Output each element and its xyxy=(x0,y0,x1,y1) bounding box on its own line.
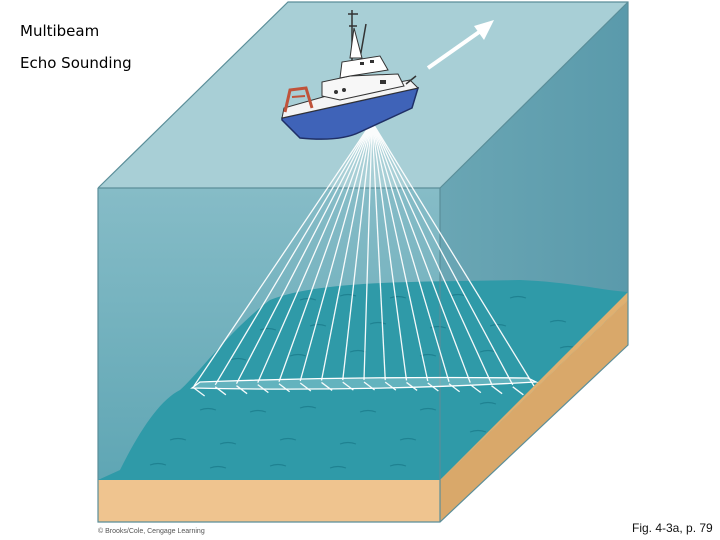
sonar-beam xyxy=(320,121,373,381)
survey-ship xyxy=(281,10,420,140)
sediment-side xyxy=(440,300,628,522)
ship-a-frame xyxy=(283,86,314,113)
sonar-beam xyxy=(235,121,373,385)
sonar-beam xyxy=(342,121,373,381)
sonar-beam xyxy=(371,121,408,381)
sonar-beam xyxy=(371,121,535,387)
sonar-beam xyxy=(363,121,373,381)
beam-footprint-segment xyxy=(278,383,291,393)
sonar-beam xyxy=(193,121,373,387)
ship-mast xyxy=(348,10,367,60)
sonar-beam xyxy=(299,121,373,382)
sonar-beam xyxy=(371,121,471,383)
sonar-beam xyxy=(371,121,493,384)
seafloor-surface xyxy=(98,280,628,480)
sonar-beam xyxy=(257,121,373,383)
sonar-beam xyxy=(371,121,450,382)
copyright-credit: © Brooks/Cole, Cengage Learning xyxy=(98,528,205,535)
ship-hull xyxy=(281,86,420,140)
swath-footprint xyxy=(190,376,539,390)
ship-direction-arrow-icon xyxy=(426,20,494,70)
beam-footprint-segment xyxy=(193,387,206,397)
block-outline xyxy=(97,1,629,523)
beam-footprint-segment xyxy=(406,381,418,391)
sediment-front xyxy=(98,480,440,522)
sonar-beam-fan xyxy=(193,121,535,397)
sonar-beam xyxy=(214,121,373,386)
seafloor-texture xyxy=(149,293,577,469)
sonar-beam xyxy=(371,121,514,386)
beam-footprint-segment xyxy=(236,385,248,395)
sonar-beam xyxy=(278,121,373,382)
sonar-beam xyxy=(371,121,429,382)
title-line-1: Multibeam xyxy=(20,22,100,40)
figure-reference: Fig. 4-3a, p. 79 xyxy=(632,521,713,535)
beam-footprint-segment xyxy=(491,385,503,395)
beam-footprint-segment xyxy=(448,383,461,393)
beam-footprint-segment xyxy=(384,381,397,391)
sonar-beam xyxy=(371,121,386,381)
beam-footprint-segment xyxy=(469,384,482,394)
title-line-2: Echo Sounding xyxy=(20,54,132,72)
beam-footprint-segment xyxy=(512,386,524,396)
